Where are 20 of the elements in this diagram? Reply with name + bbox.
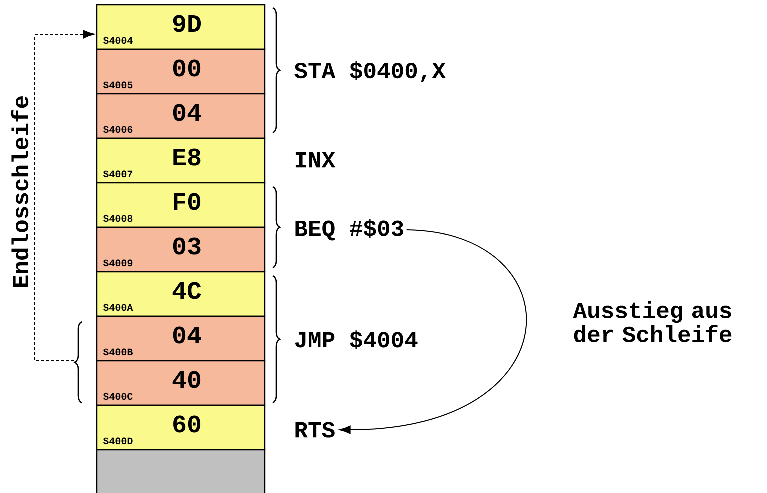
memory-cell: 40 $400C [96, 360, 266, 406]
arrow [34, 30, 95, 362]
memory-cell: F0 $4008 [96, 182, 266, 228]
instruction-text: STA $0400,X [294, 62, 446, 82]
instruction-text: BEQ #$03 [296, 219, 404, 241]
memory-cell: 60 $400D [96, 404, 266, 451]
instruction-text: JMP $4004 [295, 330, 418, 350]
edge-label: Ausstieg aus der Schleife [573, 302, 732, 342]
memory-cell: E8 $4007 [96, 138, 266, 184]
edge-label: Endlosschleife [11, 96, 29, 288]
memory-cell: 4C $400A [96, 271, 266, 318]
empty-memory-cell [96, 449, 266, 493]
memory-cell: 04 $4006 [96, 93, 266, 140]
memory-cell: 03 $4009 [96, 226, 266, 273]
memory-cell: 04 $400B [96, 316, 266, 362]
arrow [340, 230, 526, 434]
instruction-text: INX [296, 152, 336, 168]
memory-cell: 00 $4005 [96, 48, 266, 95]
memory-cell: 9D $4004 [96, 4, 266, 50]
instruction-text: RTS [296, 422, 335, 438]
